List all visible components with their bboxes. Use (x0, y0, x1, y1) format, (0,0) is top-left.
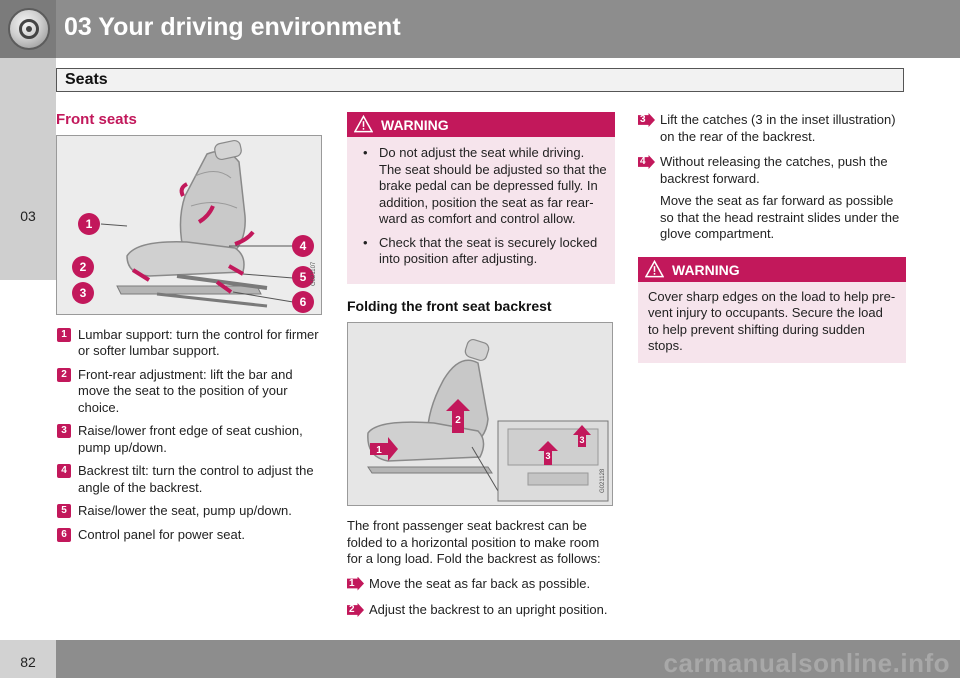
svg-text:3: 3 (579, 435, 584, 445)
number-badge: 5 (57, 504, 71, 518)
chapter-side-tab: 03 (0, 58, 56, 280)
step-arrow-badge: 4 (638, 155, 655, 169)
number-badge: 4 (57, 464, 71, 478)
list-item-text: Control panel for power seat. (78, 526, 245, 542)
header-bar: 03 Your driving environment (0, 0, 960, 58)
number-badge: 6 (57, 527, 71, 542)
list-item-text: Backrest tilt: turn the control to adjus… (78, 463, 314, 495)
step-arrow-badge: 1 (347, 576, 364, 591)
warning-title: WARNING (381, 117, 449, 133)
folding-illustration: 1 2 3 3 G021128 (347, 322, 613, 506)
list-item-text: Front-rear adjustment: lift the bar and … (78, 366, 293, 415)
seat-drawing: 1 2 3 4 5 6 G021107 (57, 135, 321, 314)
svg-text:4: 4 (300, 239, 307, 253)
arrow-3b: 3 (573, 425, 591, 447)
list-item: 2 Adjust the backrest to an upright posi… (347, 602, 615, 619)
callout-1: 1 (78, 212, 100, 235)
warning-body: Do not adjust the seat while driving. Th… (347, 137, 615, 284)
list-item: 5 Raise/lower the seat, pump up/down. (56, 503, 324, 520)
folding-intro: The front passenger seat backrest can be… (347, 518, 601, 566)
page-number-block: 82 (0, 640, 56, 678)
figure-code: G021128 (600, 468, 606, 493)
callout-5: 5 (292, 265, 314, 288)
list-item-text: Raise/lower the seat, pump up/down. (78, 503, 292, 518)
step-arrow-badge: 2 (347, 603, 364, 617)
svg-text:5: 5 (300, 270, 307, 284)
callout-3: 3 (72, 281, 94, 304)
folding-heading: Folding the front seat backrest (347, 297, 552, 314)
front-seats-heading: Front seats (56, 111, 137, 128)
header-logo-block (0, 0, 56, 58)
callout-6: 6 (292, 290, 314, 313)
warning-header: WARNING (638, 256, 906, 282)
chapter-number: 03 (20, 208, 36, 224)
section-title: Seats (65, 71, 108, 88)
svg-text:2: 2 (80, 260, 87, 274)
warning-bullet: Check that the seat is securely locked i… (355, 235, 607, 268)
list-item-text: Without releasing the catches, push the … (660, 154, 888, 186)
list-item: 1 Lumbar support: turn the control for fi… (56, 327, 324, 360)
number-badge: 1 (57, 327, 71, 342)
list-item: 3 Raise/lower front edge of seat cushion,… (56, 423, 324, 456)
number-badge: 3 (57, 424, 71, 438)
arrow-2: 2 (446, 399, 470, 433)
front-seats-list: 1 Lumbar support: turn the control for fi… (56, 327, 324, 544)
page-number: 82 (20, 654, 36, 670)
warning-triangle-icon (354, 115, 373, 133)
svg-text:3: 3 (80, 286, 87, 300)
list-item-text: Move the seat as far back as possible. (369, 575, 591, 591)
list-item-text: Lumbar support: turn the control for fir… (78, 326, 319, 359)
callout-4: 4 (292, 234, 314, 257)
list-item-text: Adjust the backrest to an upright positi… (369, 602, 608, 617)
list-item: 3 Lift the catches (3 in the inset illus… (638, 112, 906, 145)
arrow-1: 1 (370, 437, 398, 461)
svg-text:6: 6 (300, 295, 307, 309)
arrow-3a: 3 (538, 441, 558, 465)
svg-text:3: 3 (545, 451, 550, 461)
svg-text:2: 2 (455, 415, 461, 426)
warning-body: Cover sharp edges on the load to help pr… (648, 288, 896, 354)
warning-box: WARNING Cover sharp edges on the load to… (638, 256, 906, 363)
steering-wheel-icon (8, 8, 50, 50)
column-front-seats: Front seats (56, 111, 324, 550)
column-warning-folding: WARNING Do not adjust the seat while dri… (347, 112, 615, 626)
svg-text:1: 1 (376, 445, 382, 456)
warning-title: WARNING (672, 261, 740, 278)
warning-header: WARNING (347, 112, 615, 137)
watermark: carmanualsonline.info (663, 648, 950, 678)
folding-steps-a: 1 Move the seat as far back as possible.… (347, 576, 615, 619)
step-arrow-badge: 3 (638, 113, 655, 127)
number-badge: 2 (57, 367, 71, 382)
list-item: 4 Without releasing the catches, push th… (638, 154, 906, 187)
list-item: 4 Backrest tilt: turn the control to adju… (56, 463, 324, 496)
section-bar: Seats (56, 68, 904, 92)
callout-2: 2 (72, 255, 94, 278)
list-item: 6 Control panel for power seat. (56, 527, 324, 544)
warning-box: WARNING Do not adjust the seat while dri… (347, 112, 615, 284)
front-seat-illustration: 1 2 3 4 5 6 G021107 (56, 134, 322, 315)
list-item-text: Raise/lower front edge of seat cushion, … (78, 423, 303, 455)
warning-triangle-icon (645, 259, 664, 277)
list-item: 2 Front-rear adjustment: lift the bar and… (56, 367, 324, 417)
inset-illustration: 3 3 (497, 420, 609, 502)
svg-text:1: 1 (86, 217, 93, 231)
column-steps-warning: 3 Lift the catches (3 in the inset illus… (638, 112, 906, 363)
folding-drawing: 1 2 3 3 G021128 (348, 323, 612, 505)
list-item: 1 Move the seat as far back as possible. (347, 576, 615, 593)
list-item-text: Lift the catches (3 in the inset illustr… (660, 112, 896, 144)
step4-note: Move the seat as far forward as possible… (660, 193, 900, 241)
figure-code: G021107 (311, 261, 317, 286)
folding-steps-b: 3 Lift the catches (3 in the inset illus… (638, 112, 906, 187)
warning-bullet: Do not adjust the seat while driving. Th… (355, 145, 607, 228)
chapter-title: 03 Your driving environment (64, 13, 401, 41)
footer-bar: 82 carmanualsonline.info (0, 640, 960, 678)
